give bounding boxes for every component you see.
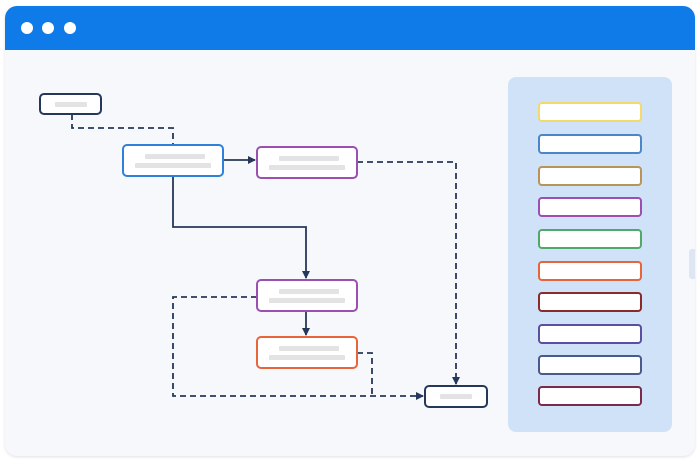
swatch-blue[interactable] bbox=[538, 134, 642, 154]
swatch-yellow[interactable] bbox=[538, 102, 642, 122]
window-close-dot-icon[interactable] bbox=[21, 22, 33, 34]
node-placeholder-text bbox=[269, 355, 345, 360]
window-minimize-dot-icon[interactable] bbox=[42, 22, 54, 34]
app-window bbox=[5, 6, 695, 456]
start-node[interactable] bbox=[39, 93, 102, 115]
edge-purple-top-to-end bbox=[357, 161, 460, 385]
node-placeholder-text bbox=[145, 154, 205, 159]
edge-start-to-blue bbox=[71, 114, 174, 144]
node-placeholder-text bbox=[279, 156, 339, 161]
node-placeholder-text bbox=[269, 165, 345, 170]
edge-orange-to-end bbox=[357, 352, 373, 396]
edge-purple-mid-to-end bbox=[172, 296, 424, 400]
edge-blue-to-purple-mid bbox=[172, 177, 310, 279]
process-node-purple-mid[interactable] bbox=[256, 279, 358, 312]
diagram-canvas bbox=[5, 50, 695, 456]
node-placeholder-text bbox=[279, 289, 339, 294]
window-maximize-dot-icon[interactable] bbox=[64, 22, 76, 34]
process-node-blue[interactable] bbox=[122, 144, 224, 177]
swatch-slate[interactable] bbox=[538, 355, 642, 375]
swatch-purple[interactable] bbox=[538, 197, 642, 217]
edges-layer bbox=[71, 114, 460, 400]
swatch-green[interactable] bbox=[538, 229, 642, 249]
swatch-tan[interactable] bbox=[538, 166, 642, 186]
color-palette-panel bbox=[508, 77, 672, 432]
side-scroll-tab[interactable] bbox=[689, 249, 695, 279]
swatch-orange[interactable] bbox=[538, 261, 642, 281]
node-placeholder-text bbox=[269, 298, 345, 303]
swatch-indigo[interactable] bbox=[538, 324, 642, 344]
title-bar bbox=[5, 6, 695, 50]
swatch-maroon[interactable] bbox=[538, 386, 642, 406]
swatch-dark-red[interactable] bbox=[538, 292, 642, 312]
end-node[interactable] bbox=[424, 385, 488, 408]
node-placeholder-text bbox=[440, 394, 472, 399]
node-placeholder-text bbox=[55, 102, 87, 107]
node-placeholder-text bbox=[135, 163, 211, 168]
node-placeholder-text bbox=[279, 346, 339, 351]
process-node-purple-top[interactable] bbox=[256, 146, 358, 179]
process-node-orange[interactable] bbox=[256, 336, 358, 369]
